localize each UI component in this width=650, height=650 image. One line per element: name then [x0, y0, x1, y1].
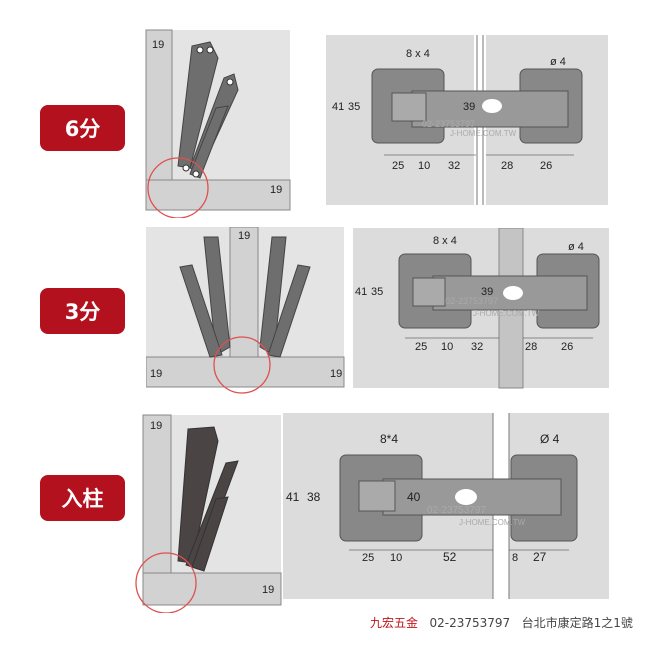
svg-text:8 x 4: 8 x 4	[406, 48, 430, 60]
svg-text:19: 19	[150, 368, 162, 380]
svg-text:25: 25	[392, 160, 404, 172]
svg-text:J-HOME.COM.TW: J-HOME.COM.TW	[459, 518, 526, 527]
svg-text:J-HOME.COM.TW: J-HOME.COM.TW	[473, 309, 540, 318]
svg-text:19: 19	[330, 368, 342, 380]
svg-text:J-HOME.COM.TW: J-HOME.COM.TW	[450, 129, 517, 138]
svg-text:39: 39	[481, 286, 493, 298]
row-label-3fen: 3分	[40, 288, 125, 334]
svg-text:ø 4: ø 4	[550, 56, 566, 68]
svg-text:19: 19	[262, 584, 274, 596]
footer-phone: 02-23753797	[429, 616, 511, 630]
side-view-ruzhu: 19 19	[135, 414, 282, 613]
svg-text:19: 19	[150, 420, 162, 432]
svg-text:8*4: 8*4	[380, 432, 398, 446]
svg-text:02-23753797: 02-23753797	[445, 296, 498, 306]
svg-text:26: 26	[561, 341, 573, 353]
svg-text:28: 28	[525, 341, 537, 353]
svg-text:19: 19	[238, 230, 250, 242]
side-view-3fen: 19 19 19	[146, 227, 345, 394]
svg-text:ø 4: ø 4	[568, 241, 584, 253]
svg-text:41: 41	[355, 286, 367, 298]
footer-address: 台北市康定路1之1號	[521, 616, 633, 630]
svg-text:35: 35	[371, 286, 383, 298]
svg-text:35: 35	[348, 101, 360, 113]
plan-view-6fen: 8 x 4 ø 4 41 35 39 25 10 32 28 26 02-237…	[326, 35, 608, 205]
svg-text:52: 52	[443, 550, 457, 564]
svg-text:Ø 4: Ø 4	[540, 432, 560, 446]
svg-text:28: 28	[501, 160, 513, 172]
highlight-circle	[135, 552, 197, 613]
plan-view-3fen: 8 x 4 ø 4 41 35 39 25 10 32 28 26 02-237…	[353, 228, 609, 389]
svg-text:19: 19	[270, 184, 282, 196]
highlight-circle	[213, 336, 271, 394]
plan-view-ruzhu: 8*4 Ø 4 41 38 40 25 10 52 8 27 02-237537…	[283, 413, 609, 599]
svg-text:02-23753797: 02-23753797	[427, 505, 486, 516]
svg-text:02-23753797: 02-23753797	[422, 119, 475, 129]
svg-text:8 x 4: 8 x 4	[433, 235, 457, 247]
side-view-6fen: 19 19	[145, 29, 291, 218]
svg-text:19: 19	[152, 39, 164, 51]
svg-text:41: 41	[332, 101, 344, 113]
svg-text:10: 10	[418, 160, 430, 172]
row-label-ruzhu: 入柱	[40, 475, 125, 521]
svg-text:32: 32	[471, 341, 483, 353]
svg-text:40: 40	[407, 490, 421, 504]
svg-text:27: 27	[533, 550, 547, 564]
highlight-circle	[147, 157, 209, 218]
svg-text:41: 41	[286, 490, 300, 504]
footer-brand: 九宏五金	[370, 616, 419, 630]
svg-text:25: 25	[415, 341, 427, 353]
svg-text:26: 26	[540, 160, 552, 172]
svg-text:38: 38	[307, 490, 321, 504]
svg-text:8: 8	[512, 552, 518, 564]
svg-text:32: 32	[448, 160, 460, 172]
svg-text:10: 10	[390, 552, 402, 564]
svg-text:25: 25	[362, 552, 374, 564]
row-label-6fen: 6分	[40, 105, 125, 151]
footer-contact: 九宏五金 02-23753797 台北市康定路1之1號	[370, 614, 633, 631]
svg-text:10: 10	[441, 341, 453, 353]
svg-text:39: 39	[463, 101, 475, 113]
